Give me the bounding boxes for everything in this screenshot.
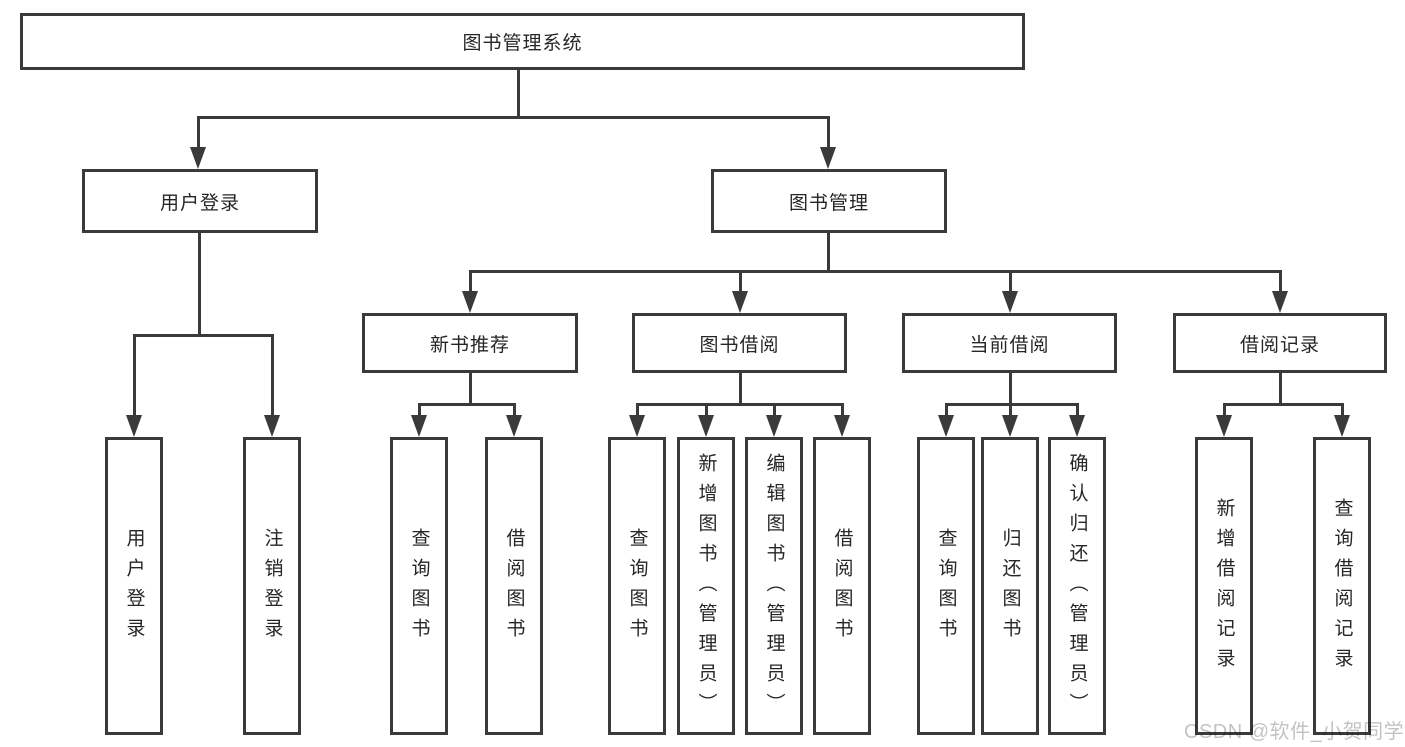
leaf-edit-books-admin: 编辑图书（管理员） xyxy=(745,437,803,735)
node-current-borrowing-label: 当前借阅 xyxy=(969,334,1050,356)
connector-hline xyxy=(197,116,830,119)
arrowhead xyxy=(1334,415,1350,437)
connector-vline xyxy=(827,233,830,272)
connector-vline xyxy=(841,403,844,415)
csdn-watermark: CSDN @软件_小贺同学 xyxy=(1184,721,1405,743)
arrowhead xyxy=(1002,291,1018,313)
arrowhead xyxy=(264,415,280,437)
arrowhead xyxy=(1272,291,1288,313)
arrowhead xyxy=(1216,415,1232,437)
leaf-user-login-label: 用户登录 xyxy=(123,528,145,648)
node-user-login-label: 用户登录 xyxy=(159,192,240,214)
leaf-add-books-admin: 新增图书（管理员） xyxy=(677,437,735,735)
node-library-system-label: 图书管理系统 xyxy=(462,33,583,54)
leaf-borrow-books-borrowing: 借阅图书 xyxy=(813,437,871,735)
connector-vline xyxy=(1341,403,1344,415)
arrowhead xyxy=(629,415,645,437)
leaf-query-borrow-record-label: 查询借阅记录 xyxy=(1331,498,1353,678)
node-book-borrowing-label: 图书借阅 xyxy=(699,334,780,356)
leaf-logout-login: 注销登录 xyxy=(243,437,301,735)
leaf-add-borrow-record: 新增借阅记录 xyxy=(1195,437,1253,735)
connector-vline xyxy=(271,334,274,415)
arrowhead xyxy=(190,147,206,169)
leaf-query-books-current: 查询图书 xyxy=(917,437,975,735)
connector-vline xyxy=(513,403,516,415)
connector-hline xyxy=(418,403,515,406)
leaf-query-books-borrowing-label: 查询图书 xyxy=(626,528,648,648)
arrowhead xyxy=(411,415,427,437)
arrowhead xyxy=(834,415,850,437)
leaf-add-borrow-record-label: 新增借阅记录 xyxy=(1213,498,1235,678)
node-borrow-records-label: 借阅记录 xyxy=(1239,334,1320,356)
connector-vline xyxy=(1279,270,1282,291)
arrowhead xyxy=(1002,415,1018,437)
leaf-edit-books-admin-label: 编辑图书（管理员） xyxy=(763,453,785,723)
connector-vline xyxy=(469,373,472,406)
leaf-borrow-books-recommend-label: 借阅图书 xyxy=(503,528,525,648)
leaf-return-books-label: 归还图书 xyxy=(999,528,1021,648)
connector-vline xyxy=(1009,403,1012,415)
arrowhead xyxy=(732,291,748,313)
arrowhead xyxy=(938,415,954,437)
node-book-borrowing: 图书借阅 xyxy=(632,313,847,373)
node-current-borrowing: 当前借阅 xyxy=(902,313,1117,373)
connector-vline xyxy=(418,403,421,415)
leaf-confirm-return-admin-label: 确认归还（管理员） xyxy=(1066,453,1088,723)
leaf-borrow-books-recommend: 借阅图书 xyxy=(485,437,543,735)
connector-vline xyxy=(827,116,830,147)
connector-vline xyxy=(1009,270,1012,291)
leaf-query-books-current-label: 查询图书 xyxy=(935,528,957,648)
connector-vline xyxy=(197,116,200,147)
arrowhead xyxy=(506,415,522,437)
leaf-confirm-return-admin: 确认归还（管理员） xyxy=(1048,437,1106,735)
leaf-query-books-recommend-label: 查询图书 xyxy=(408,528,430,648)
leaf-query-borrow-record: 查询借阅记录 xyxy=(1313,437,1371,735)
node-borrow-records: 借阅记录 xyxy=(1173,313,1387,373)
connector-hline xyxy=(469,270,1282,273)
connector-vline xyxy=(945,403,948,415)
leaf-user-login: 用户登录 xyxy=(105,437,163,735)
connector-vline xyxy=(517,70,520,117)
leaf-borrow-books-borrowing-label: 借阅图书 xyxy=(831,528,853,648)
connector-vline xyxy=(469,270,472,291)
connector-vline xyxy=(133,334,136,415)
node-book-management-label: 图书管理 xyxy=(788,192,869,214)
leaf-query-books-borrowing: 查询图书 xyxy=(608,437,666,735)
connector-vline xyxy=(705,403,708,415)
arrowhead xyxy=(1069,415,1085,437)
node-new-book-recommend: 新书推荐 xyxy=(362,313,578,373)
connector-hline xyxy=(636,403,843,406)
connector-vline xyxy=(1223,403,1226,415)
arrowhead xyxy=(126,415,142,437)
node-book-management: 图书管理 xyxy=(711,169,947,233)
connector-vline xyxy=(739,270,742,291)
connector-vline xyxy=(1279,373,1282,406)
leaf-add-books-admin-label: 新增图书（管理员） xyxy=(695,453,717,723)
connector-hline xyxy=(1223,403,1343,406)
connector-vline xyxy=(739,373,742,406)
leaf-logout-login-label: 注销登录 xyxy=(261,528,283,648)
arrowhead xyxy=(766,415,782,437)
connector-hline xyxy=(133,334,274,337)
leaf-query-books-recommend: 查询图书 xyxy=(390,437,448,735)
node-new-book-recommend-label: 新书推荐 xyxy=(429,334,510,356)
connector-vline xyxy=(1076,403,1079,415)
connector-vline xyxy=(198,233,201,336)
node-user-login: 用户登录 xyxy=(82,169,318,233)
connector-vline xyxy=(773,403,776,415)
arrowhead xyxy=(698,415,714,437)
arrowhead xyxy=(462,291,478,313)
arrowhead xyxy=(820,147,836,169)
leaf-return-books: 归还图书 xyxy=(981,437,1039,735)
connector-vline xyxy=(636,403,639,415)
connector-vline xyxy=(1009,373,1012,406)
node-library-system: 图书管理系统 xyxy=(20,13,1025,70)
